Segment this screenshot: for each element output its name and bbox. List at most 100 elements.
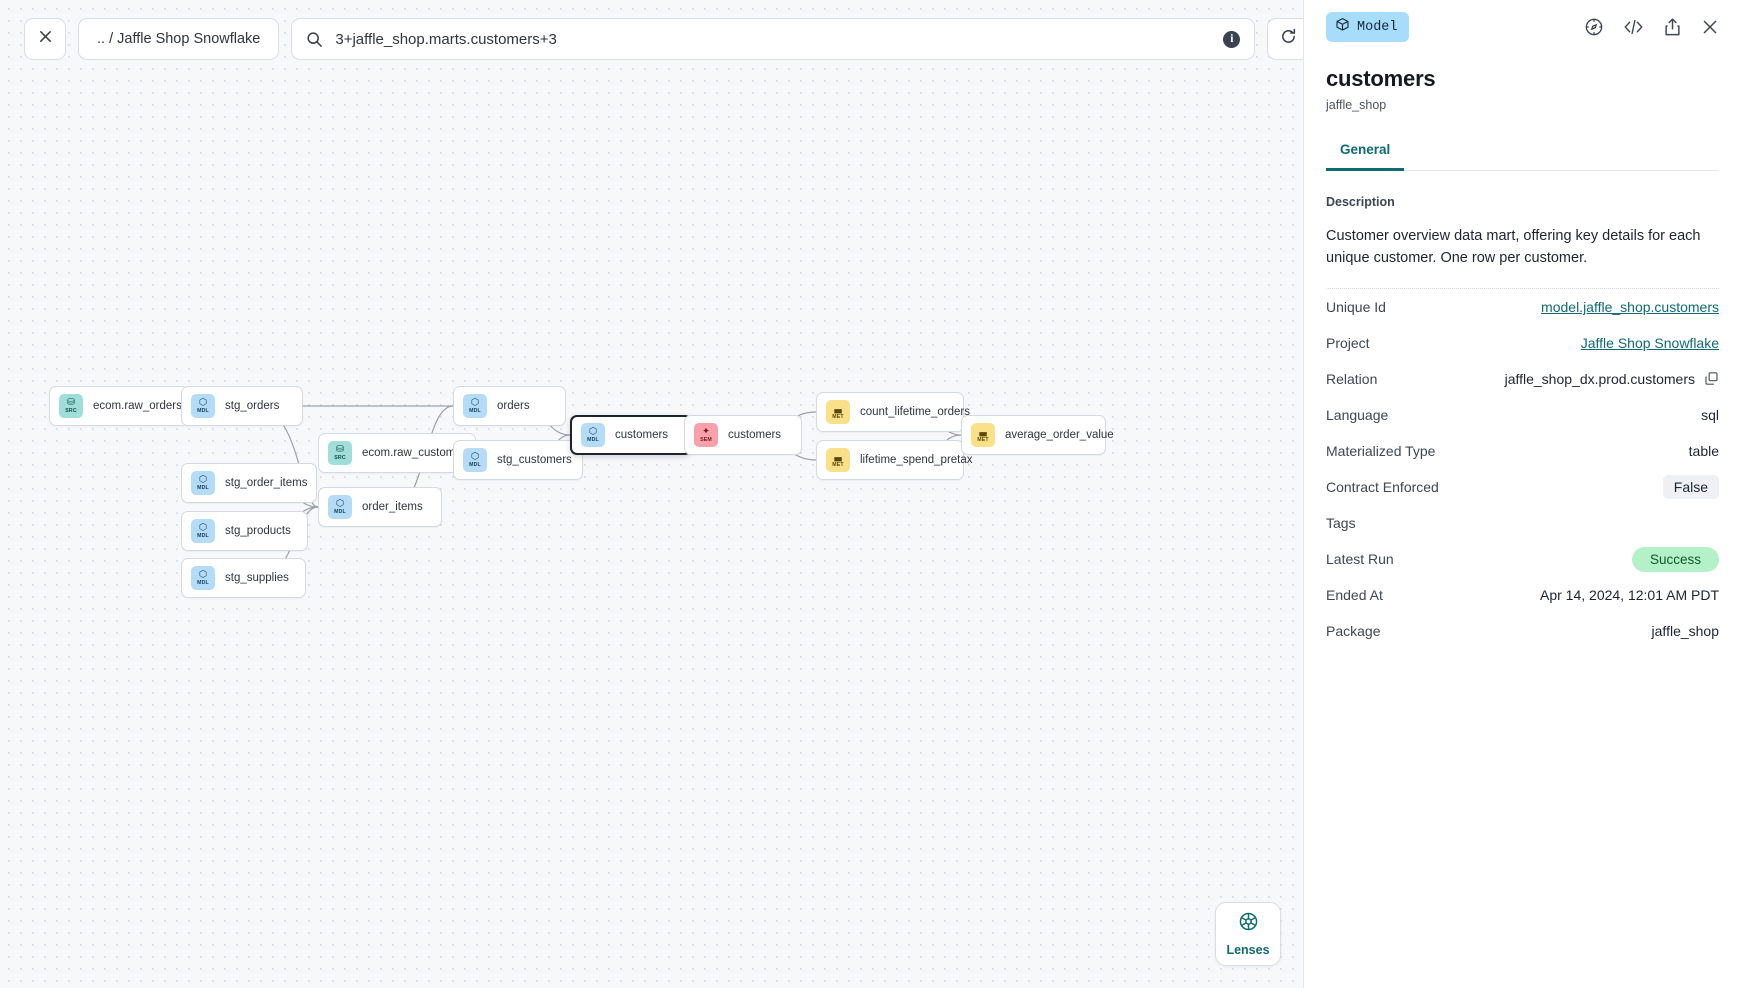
info-icon[interactable]: i <box>1223 30 1241 48</box>
node-label: stg_supplies <box>225 572 289 584</box>
detail-value: sql <box>1701 406 1719 423</box>
node-type-icon-met: ▃MET <box>826 400 850 424</box>
graph-node-stg_supplies[interactable]: ⬡MDL stg_supplies <box>181 558 306 598</box>
tab-general-label: General <box>1340 142 1391 157</box>
graph-node-ecom_raw_orders[interactable]: ⛁SRC ecom.raw_orders <box>49 386 189 426</box>
node-type-icon-mdl: ⬡MDL <box>463 394 487 418</box>
graph-node-order_items[interactable]: ⬡MDL order_items <box>318 487 442 527</box>
node-label: stg_orders <box>225 400 280 412</box>
node-label: ecom.raw_customers <box>362 447 472 459</box>
node-type-icon-src: ⛁SRC <box>328 441 352 465</box>
detail-key: Latest Run <box>1326 550 1394 567</box>
panel-actions <box>1584 17 1719 37</box>
node-type-icon-mdl: ⬡MDL <box>581 423 605 447</box>
node-type-icon-met: ▃MET <box>826 448 850 472</box>
panel-top-bar: Model <box>1304 0 1741 52</box>
copy-icon[interactable] <box>1704 371 1719 386</box>
detail-value-link[interactable]: model.jaffle_shop.customers <box>1541 298 1719 315</box>
description-label: Description <box>1326 195 1395 209</box>
status-badge: Success <box>1631 546 1719 572</box>
detail-key: Unique Id <box>1326 298 1386 315</box>
node-type-icon-mdl: ⬡MDL <box>191 394 215 418</box>
node-label: orders <box>497 400 530 412</box>
node-type-icon-met: ▃MET <box>971 423 995 447</box>
detail-row: Latest Run Success <box>1326 541 1719 577</box>
graph-node-customers_sem[interactable]: ✦SEM customers <box>684 415 802 455</box>
search-icon <box>306 31 323 48</box>
node-type-icon-src: ⛁SRC <box>59 394 83 418</box>
node-label: customers <box>615 429 669 441</box>
close-icon <box>38 29 53 49</box>
lineage-search-bar[interactable]: i <box>291 18 1256 60</box>
detail-row: Unique Id model.jaffle_shop.customers <box>1326 289 1719 325</box>
close-button[interactable] <box>24 18 66 60</box>
tab-general[interactable]: General <box>1326 134 1405 171</box>
page-subtitle: jaffle_shop <box>1326 98 1387 112</box>
graph-node-customers_model[interactable]: ⬡MDL customers <box>570 415 692 455</box>
detail-row: Contract Enforced False <box>1326 469 1719 505</box>
detail-value: Apr 14, 2024, 12:01 AM PDT <box>1540 586 1719 603</box>
detail-key: Materialized Type <box>1326 442 1436 459</box>
refresh-icon <box>1280 28 1297 50</box>
focus-icon[interactable] <box>1584 17 1604 37</box>
description-text: Customer overview data mart, offering ke… <box>1326 225 1719 289</box>
contract-enforced-chip: False <box>1662 474 1719 499</box>
details-panel: Model <box>1303 0 1741 988</box>
detail-value-status: Success <box>1631 546 1719 572</box>
page-title: customers <box>1326 66 1436 91</box>
lineage-canvas[interactable]: .. / Jaffle Shop Snowflake i <box>0 0 1303 988</box>
node-label: customers <box>728 429 782 441</box>
detail-row: Tags <box>1326 505 1719 541</box>
detail-value-chip: False <box>1662 474 1719 499</box>
node-type-badge: Model <box>1326 12 1409 42</box>
breadcrumb-button[interactable]: .. / Jaffle Shop Snowflake <box>78 18 280 60</box>
node-label: lifetime_spend_pretax <box>860 454 973 466</box>
detail-row: Materialized Type table <box>1326 433 1719 469</box>
node-type-icon-sem: ✦SEM <box>694 423 718 447</box>
panel-tabs: General <box>1326 134 1719 171</box>
lenses-button[interactable]: Lenses <box>1215 902 1281 966</box>
canvas-toolbar: .. / Jaffle Shop Snowflake i <box>24 18 1303 60</box>
node-label: stg_products <box>225 525 291 537</box>
node-label: stg_customers <box>497 454 572 466</box>
graph-node-orders[interactable]: ⬡MDL orders <box>453 386 566 426</box>
node-label: stg_order_items <box>225 477 308 489</box>
share-icon[interactable] <box>1663 17 1682 37</box>
detail-value: table <box>1688 442 1719 459</box>
graph-node-stg_orders[interactable]: ⬡MDL stg_orders <box>181 386 303 426</box>
node-label: order_items <box>362 501 423 513</box>
close-icon[interactable] <box>1701 18 1719 36</box>
search-input[interactable] <box>335 30 1212 48</box>
detail-key: Tags <box>1326 514 1356 531</box>
lenses-label: Lenses <box>1226 943 1270 957</box>
cube-icon <box>1335 17 1350 37</box>
breadcrumb-label: .. / Jaffle Shop Snowflake <box>97 31 261 47</box>
detail-row: Project Jaffle Shop Snowflake <box>1326 325 1719 361</box>
detail-value-link[interactable]: Jaffle Shop Snowflake <box>1580 334 1719 351</box>
graph-node-lifetime_spend_pretax[interactable]: ▃MET lifetime_spend_pretax <box>816 440 973 480</box>
code-icon[interactable] <box>1623 17 1644 37</box>
detail-key: Project <box>1326 334 1370 351</box>
refresh-button[interactable] <box>1267 18 1303 60</box>
graph-node-ecom_raw_customers[interactable]: ⛁SRC ecom.raw_customers <box>318 433 476 473</box>
detail-key: Contract Enforced <box>1326 478 1439 495</box>
node-type-icon-mdl: ⬡MDL <box>191 566 215 590</box>
relation-link[interactable]: jaffle_shop_dx.prod.customers <box>1504 370 1695 387</box>
detail-key: Relation <box>1326 370 1378 387</box>
detail-key: Ended At <box>1326 586 1383 603</box>
detail-row: Ended At Apr 14, 2024, 12:01 AM PDT <box>1326 577 1719 613</box>
node-type-icon-mdl: ⬡MDL <box>328 495 352 519</box>
node-label: ecom.raw_orders <box>93 400 182 412</box>
detail-row: Relation jaffle_shop_dx.prod.customers <box>1326 361 1719 397</box>
node-type-label: Model <box>1357 19 1398 35</box>
